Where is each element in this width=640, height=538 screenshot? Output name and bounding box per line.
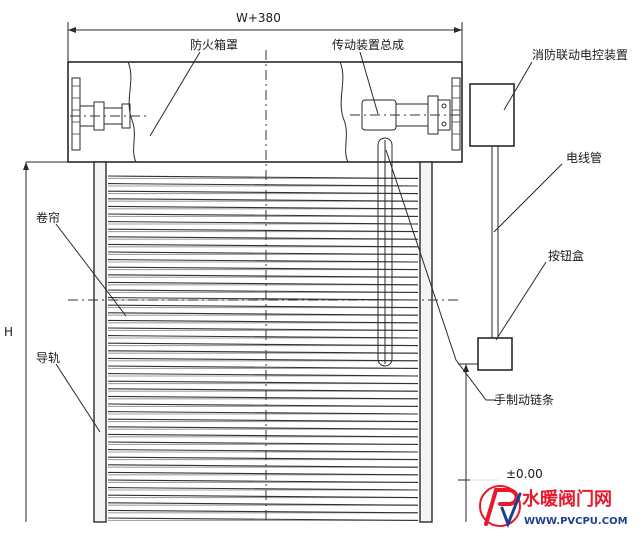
curtain-slat [107, 380, 419, 385]
width-dimension-label: W+380 [236, 11, 281, 25]
curtain-slat [107, 494, 419, 499]
watermark-url: WWW.PVCPU.COM [524, 516, 628, 527]
curtain-slat [107, 471, 419, 476]
curtain-slat [107, 350, 419, 354]
curtain-slat [107, 221, 419, 225]
curtain-slat [107, 183, 419, 187]
height-dimension: H [4, 162, 29, 522]
curtain-slat [107, 312, 419, 316]
curtain-slat [107, 487, 419, 491]
curtain-slat [107, 365, 419, 369]
curtain-slat [107, 433, 419, 438]
watermark-brand: 水暖阀门网 [522, 488, 612, 510]
curtain-slat [107, 509, 419, 514]
annotations: 防火箱罩 传动装置总成 消防联动电控装置 电线管 按钮盒 卷帘 导轨 手制动链条 [36, 37, 628, 433]
label-control-box: 消防联动电控装置 [532, 47, 628, 62]
curtain-slat [107, 304, 419, 309]
curtain-slats [107, 175, 419, 521]
height-dimension-label: H [4, 325, 13, 339]
curtain-slat [107, 289, 419, 293]
watermark: 水暖阀门网 WWW.PVCPU.COM [470, 478, 640, 530]
width-dimension: W+380 [67, 11, 463, 62]
control-box [469, 83, 515, 338]
button-box [477, 337, 513, 371]
curtain-slat [107, 464, 419, 468]
label-drive-assembly: 传动装置总成 [332, 37, 404, 52]
curtain-slat [107, 228, 419, 233]
drive-assembly [350, 95, 462, 135]
label-hand-chain: 手制动链条 [494, 392, 554, 407]
curtain-slat [107, 502, 419, 506]
curtain-slat [107, 456, 419, 461]
curtain-slat [107, 403, 419, 407]
curtain-slat [107, 259, 419, 263]
curtain-slat [107, 281, 419, 286]
curtain-slat [107, 236, 419, 240]
fire-box-housing [67, 61, 463, 163]
curtain-slat [107, 441, 419, 445]
level-label: ±0.00 [506, 467, 543, 481]
label-conduit: 电线管 [566, 150, 602, 165]
label-fire-box-cover: 防火箱罩 [190, 37, 238, 52]
curtain-slat [107, 342, 419, 347]
curtain-slat [107, 205, 419, 210]
curtain-slat [107, 426, 419, 430]
guide-rails [26, 161, 462, 523]
curtain-slat [107, 243, 419, 248]
button-height-dimension: ±0.00 [458, 363, 543, 522]
curtain-slat [107, 418, 419, 423]
curtain-slat [107, 395, 419, 400]
curtain-slat [107, 266, 419, 271]
curtain-slat [107, 388, 419, 392]
curtain-slat [107, 319, 419, 324]
curtain-slat [107, 373, 419, 377]
curtain-slat [107, 411, 419, 415]
label-guide-rail: 导轨 [36, 351, 60, 365]
curtain-slat [107, 517, 419, 521]
curtain-slat [107, 357, 419, 362]
curtain-slat [107, 274, 419, 278]
curtain-slat [107, 251, 419, 255]
label-button-box: 按钮盒 [548, 248, 584, 263]
curtain-slat [107, 175, 419, 179]
curtain-slat [107, 190, 419, 195]
curtain-slat [107, 479, 419, 483]
curtain-slat [107, 198, 419, 202]
curtain-slat [107, 327, 419, 331]
hand-chain [377, 137, 393, 367]
curtain-slat [107, 213, 419, 217]
label-curtain: 卷帘 [36, 210, 60, 225]
curtain-slat [107, 335, 419, 339]
curtain-slat [107, 449, 419, 453]
curtain-slat [107, 297, 419, 301]
